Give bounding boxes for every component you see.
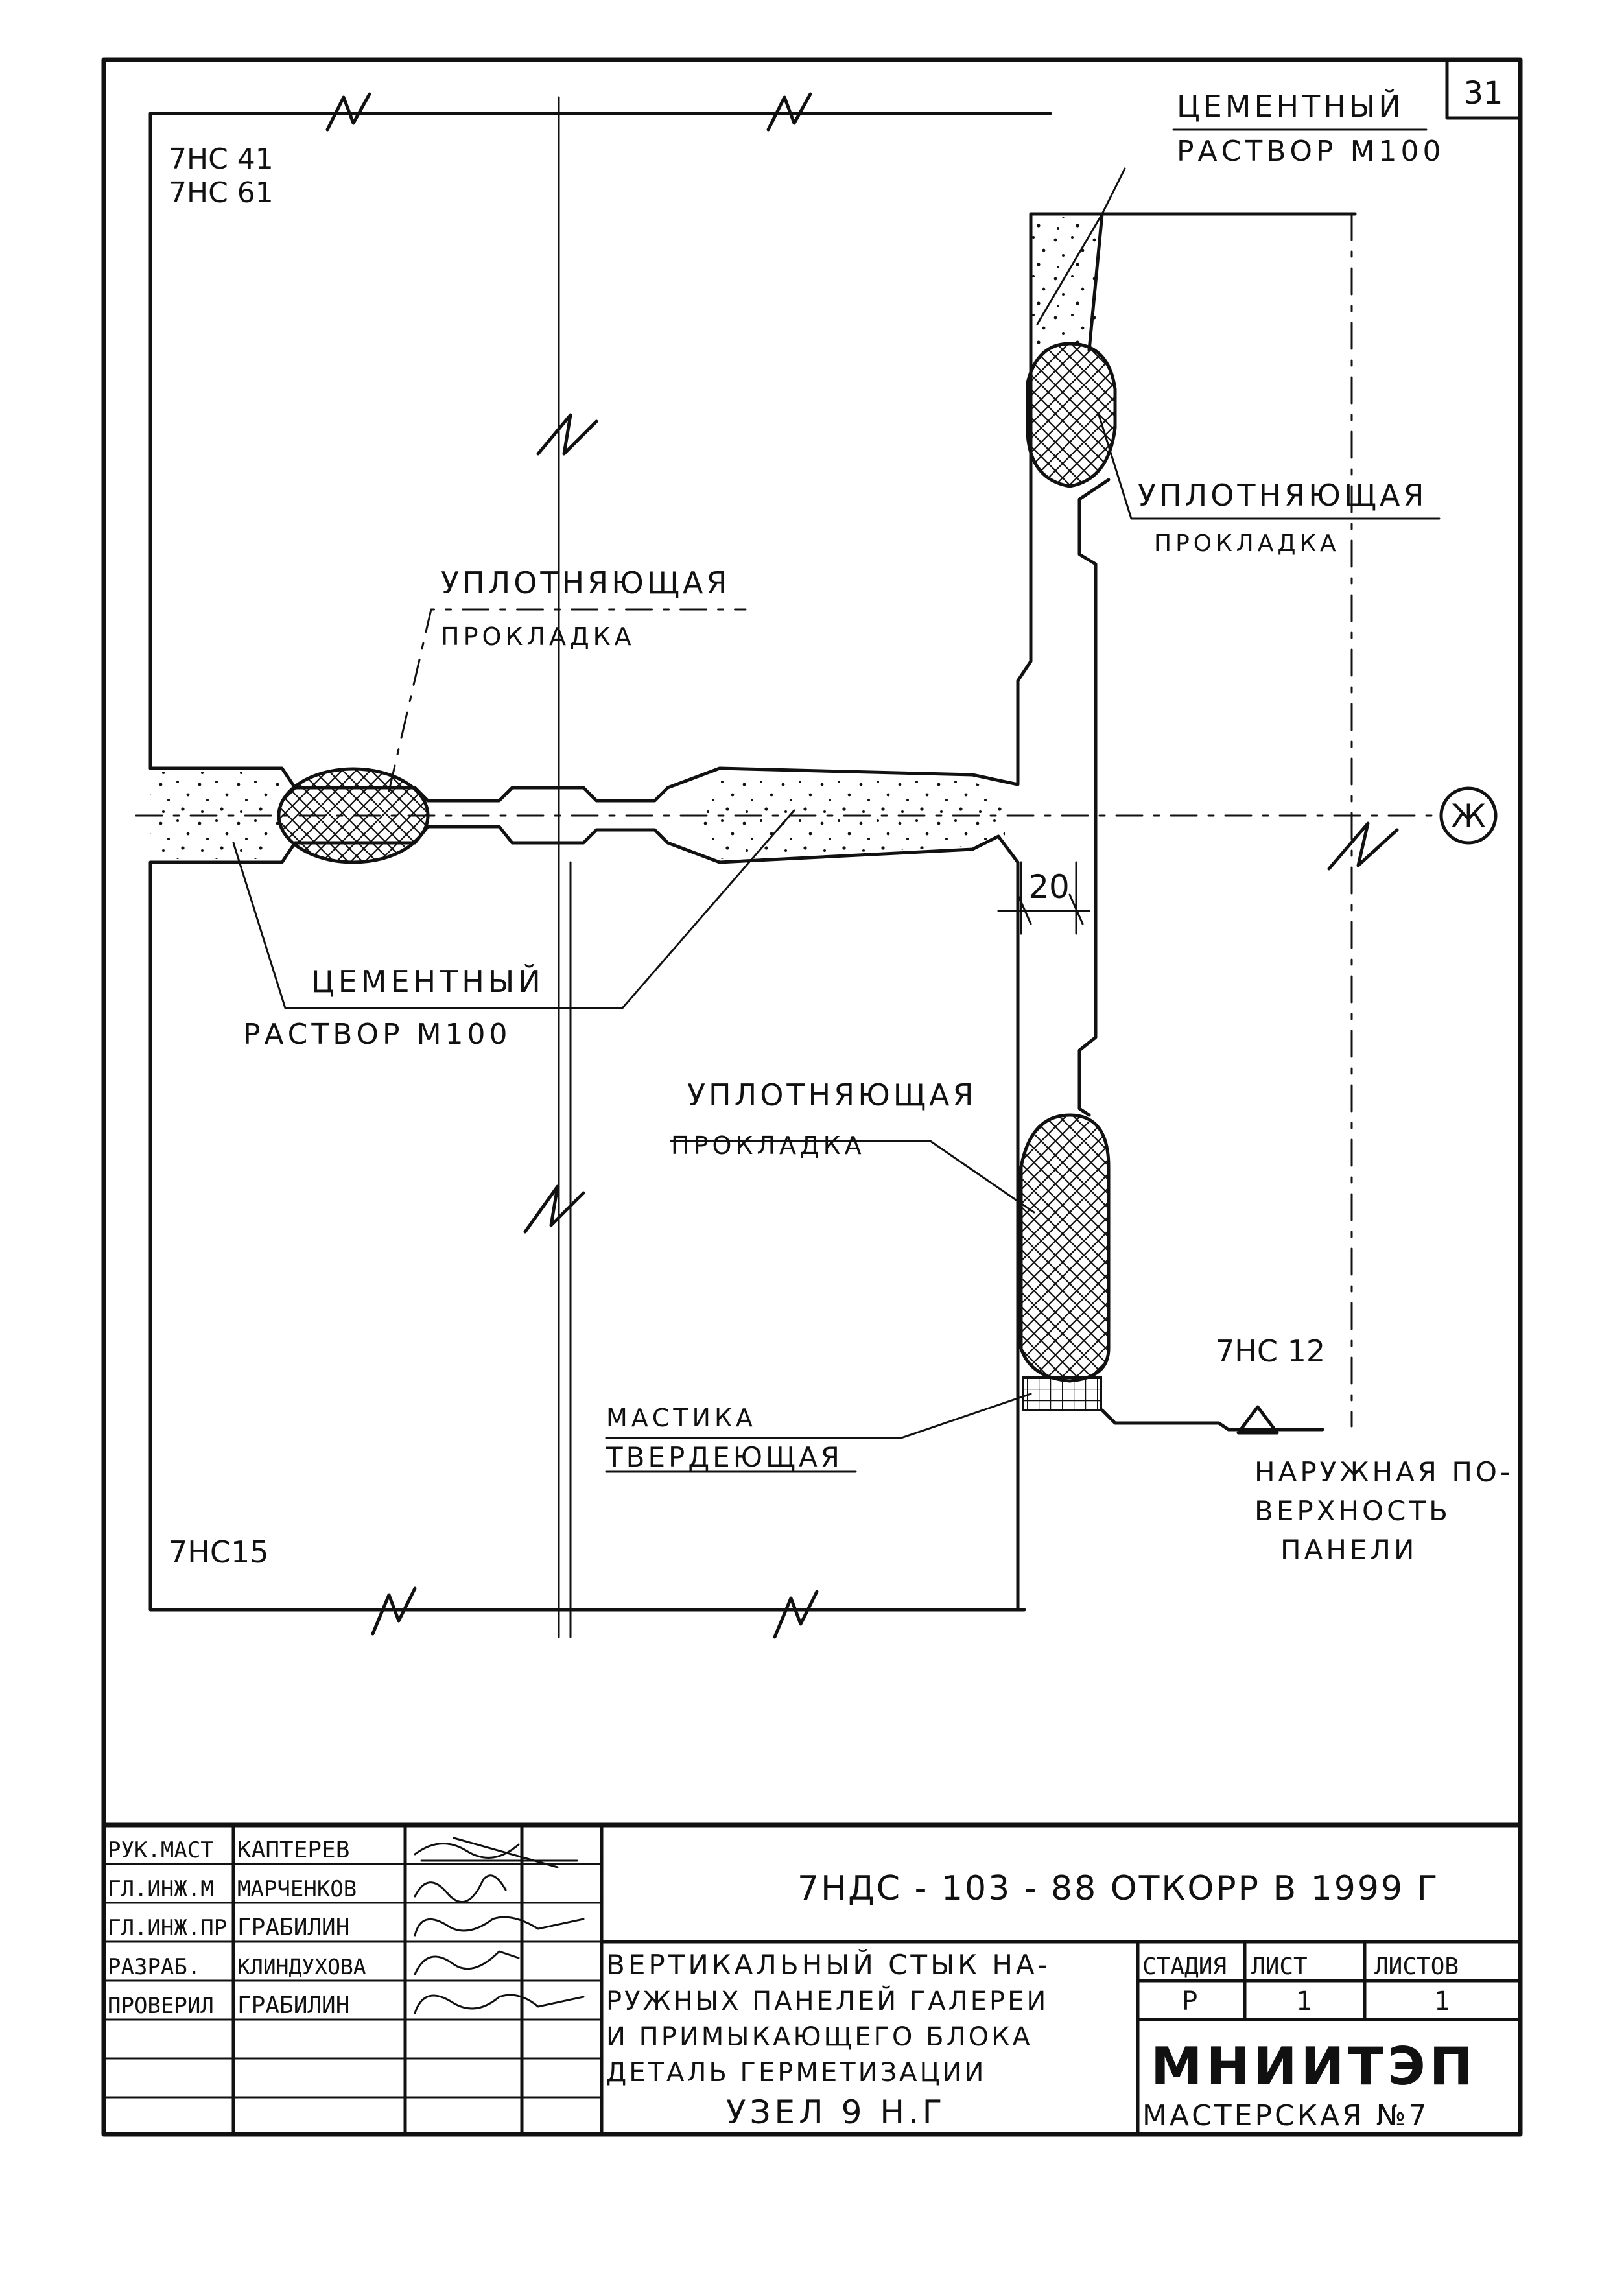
callout-mastic-1: МАСТИКА bbox=[606, 1404, 757, 1432]
name-4: ГРАБИЛИН bbox=[237, 1992, 349, 2019]
workshop-name: МАСТЕРСКАЯ №7 bbox=[1142, 2099, 1429, 2132]
description-line-1: РУЖНЫХ ПАНЕЛЕЙ ГАЛЕРЕИ bbox=[606, 1985, 1048, 2016]
axis-marker-label: Ж bbox=[1451, 797, 1486, 835]
outer-surface-marker bbox=[1236, 1405, 1279, 1435]
bottom-break-mark-right bbox=[773, 1590, 819, 1639]
organization-name: МНИИТЭП bbox=[1151, 2036, 1477, 2097]
title-block-right-rule bbox=[600, 1940, 1522, 2136]
description-line-0: ВЕРТИКАЛЬНЫЙ СТЫК НА- bbox=[606, 1948, 1051, 1981]
seal-gasket-bottom-right bbox=[1019, 1113, 1111, 1383]
stage-value: Р bbox=[1182, 1986, 1197, 2016]
wall-break-top bbox=[536, 413, 598, 456]
axis-marker-circle bbox=[1439, 786, 1498, 845]
signature-0 bbox=[414, 1837, 578, 1868]
role-0: РУК.МАСТ bbox=[108, 1837, 214, 1863]
leader-cement-top bbox=[1036, 167, 1126, 325]
callout-seal-bottom-1: УПЛОТНЯЮЩАЯ bbox=[687, 1078, 976, 1113]
leader-seal-right bbox=[1098, 414, 1441, 520]
callout-cement-top-2: РАСТВОР М100 bbox=[1177, 135, 1445, 168]
horizontal-joint-top bbox=[148, 212, 1104, 803]
name-0: КАПТЕРЕВ bbox=[237, 1837, 349, 1863]
signature-3 bbox=[414, 1950, 520, 1975]
name-3: КЛИНДУХОВА bbox=[237, 1954, 366, 1979]
callout-outer-surface-2: ВЕРХНОСТЬ bbox=[1254, 1495, 1451, 1527]
sheet-value: 1 bbox=[1296, 1986, 1312, 2016]
dimension-ticks bbox=[1020, 861, 1077, 935]
title-block-left-rows bbox=[102, 1863, 603, 2099]
leader-seal-bottom bbox=[670, 1140, 1035, 1214]
role-4: ПРОВЕРИЛ bbox=[108, 1993, 214, 2019]
sheet-frame bbox=[101, 57, 1523, 2137]
sheets-value: 1 bbox=[1434, 1986, 1450, 2016]
callout-outer-surface-3: ПАНЕЛИ bbox=[1280, 1534, 1417, 1566]
role-1: ГЛ.ИНЖ.М bbox=[108, 1876, 214, 1902]
description-line-3: ДЕТАЛЬ ГЕРМЕТИЗАЦИИ bbox=[606, 2058, 986, 2088]
callout-seal-left-2: ПРОКЛАДКА bbox=[441, 622, 635, 651]
panel-label-bottom-left: 7НС15 bbox=[169, 1535, 269, 1570]
callout-mastic-2: ТВЕРДЕЮЩАЯ bbox=[606, 1441, 843, 1473]
seal-gasket-top-right bbox=[1026, 342, 1117, 488]
role-3: РАЗРАБ. bbox=[108, 1954, 200, 1980]
name-1: МАРЧЕНКОВ bbox=[237, 1876, 357, 1902]
callout-seal-bottom-2: ПРОКЛАДКА bbox=[671, 1131, 865, 1160]
dimension-value: 20 bbox=[1028, 868, 1070, 906]
callout-cement-top-1: ЦЕМЕНТНЫЙ bbox=[1177, 89, 1404, 124]
document-code: 7НДС - 103 - 88 ОТКОРР В 1999 Г bbox=[797, 1869, 1439, 1908]
right-wall-break bbox=[1327, 821, 1399, 871]
cement-mortar-left bbox=[150, 772, 279, 859]
sheets-label: ЛИСТОВ bbox=[1374, 1953, 1459, 1980]
callout-seal-left-1: УПЛОТНЯЮЩАЯ bbox=[441, 565, 730, 600]
stage-label: СТАДИЯ bbox=[1142, 1953, 1227, 1980]
leader-seal-left bbox=[388, 608, 747, 792]
callout-outer-surface-1: НАРУЖНАЯ ПО- bbox=[1254, 1456, 1513, 1488]
title-block: РУК.МАСТ ГЛ.ИНЖ.М ГЛ.ИНЖ.ПР РАЗРАБ. ПРОВ… bbox=[101, 1822, 1523, 2136]
seal-gasket-left bbox=[277, 767, 430, 864]
leader-mastic bbox=[605, 1393, 1032, 1439]
right-panel-joint-edge bbox=[1077, 212, 1324, 1432]
role-2: ГЛ.ИНЖ.ПР bbox=[108, 1915, 227, 1941]
node-label: УЗЕЛ 9 Н.Г bbox=[726, 2093, 946, 2131]
horizontal-joint-bottom bbox=[148, 825, 1020, 1612]
description-line-2: И ПРИМЫКАЮЩЕГО БЛОКА bbox=[606, 2022, 1033, 2052]
hardening-mastic bbox=[1022, 1376, 1102, 1411]
joint-drawing: 20 Ж bbox=[135, 92, 1498, 1639]
cement-mortar-mid bbox=[690, 775, 1005, 859]
panel-label-top-1: 7НС 41 bbox=[169, 143, 274, 176]
top-break-mark-right bbox=[766, 92, 812, 132]
sheet-label: ЛИСТ bbox=[1251, 1953, 1308, 1980]
callout-seal-right-2: ПРОКЛАДКА bbox=[1154, 530, 1340, 557]
signature-2 bbox=[414, 1916, 585, 1937]
bottom-break-mark-left bbox=[371, 1586, 417, 1636]
wall-break-bottom bbox=[523, 1184, 585, 1234]
name-2: ГРАБИЛИН bbox=[237, 1915, 349, 1941]
leader-cement-left bbox=[232, 809, 795, 1009]
signature-1 bbox=[414, 1874, 507, 1903]
sheet-number: 31 bbox=[1463, 75, 1503, 112]
panel-label-top-2: 7НС 61 bbox=[169, 176, 274, 209]
callout-cement-left-1: ЦЕМЕНТНЫЙ bbox=[311, 964, 545, 999]
top-break-mark-left bbox=[325, 92, 371, 132]
callout-seal-right-1: УПЛОТНЯЮЩАЯ bbox=[1138, 478, 1427, 513]
sheet-number-box bbox=[1445, 58, 1522, 120]
signature-4 bbox=[414, 1994, 585, 2014]
callout-cement-left-2: РАСТВОР М100 bbox=[243, 1018, 512, 1051]
panel-label-bottom-right: 7НС 12 bbox=[1216, 1334, 1325, 1369]
